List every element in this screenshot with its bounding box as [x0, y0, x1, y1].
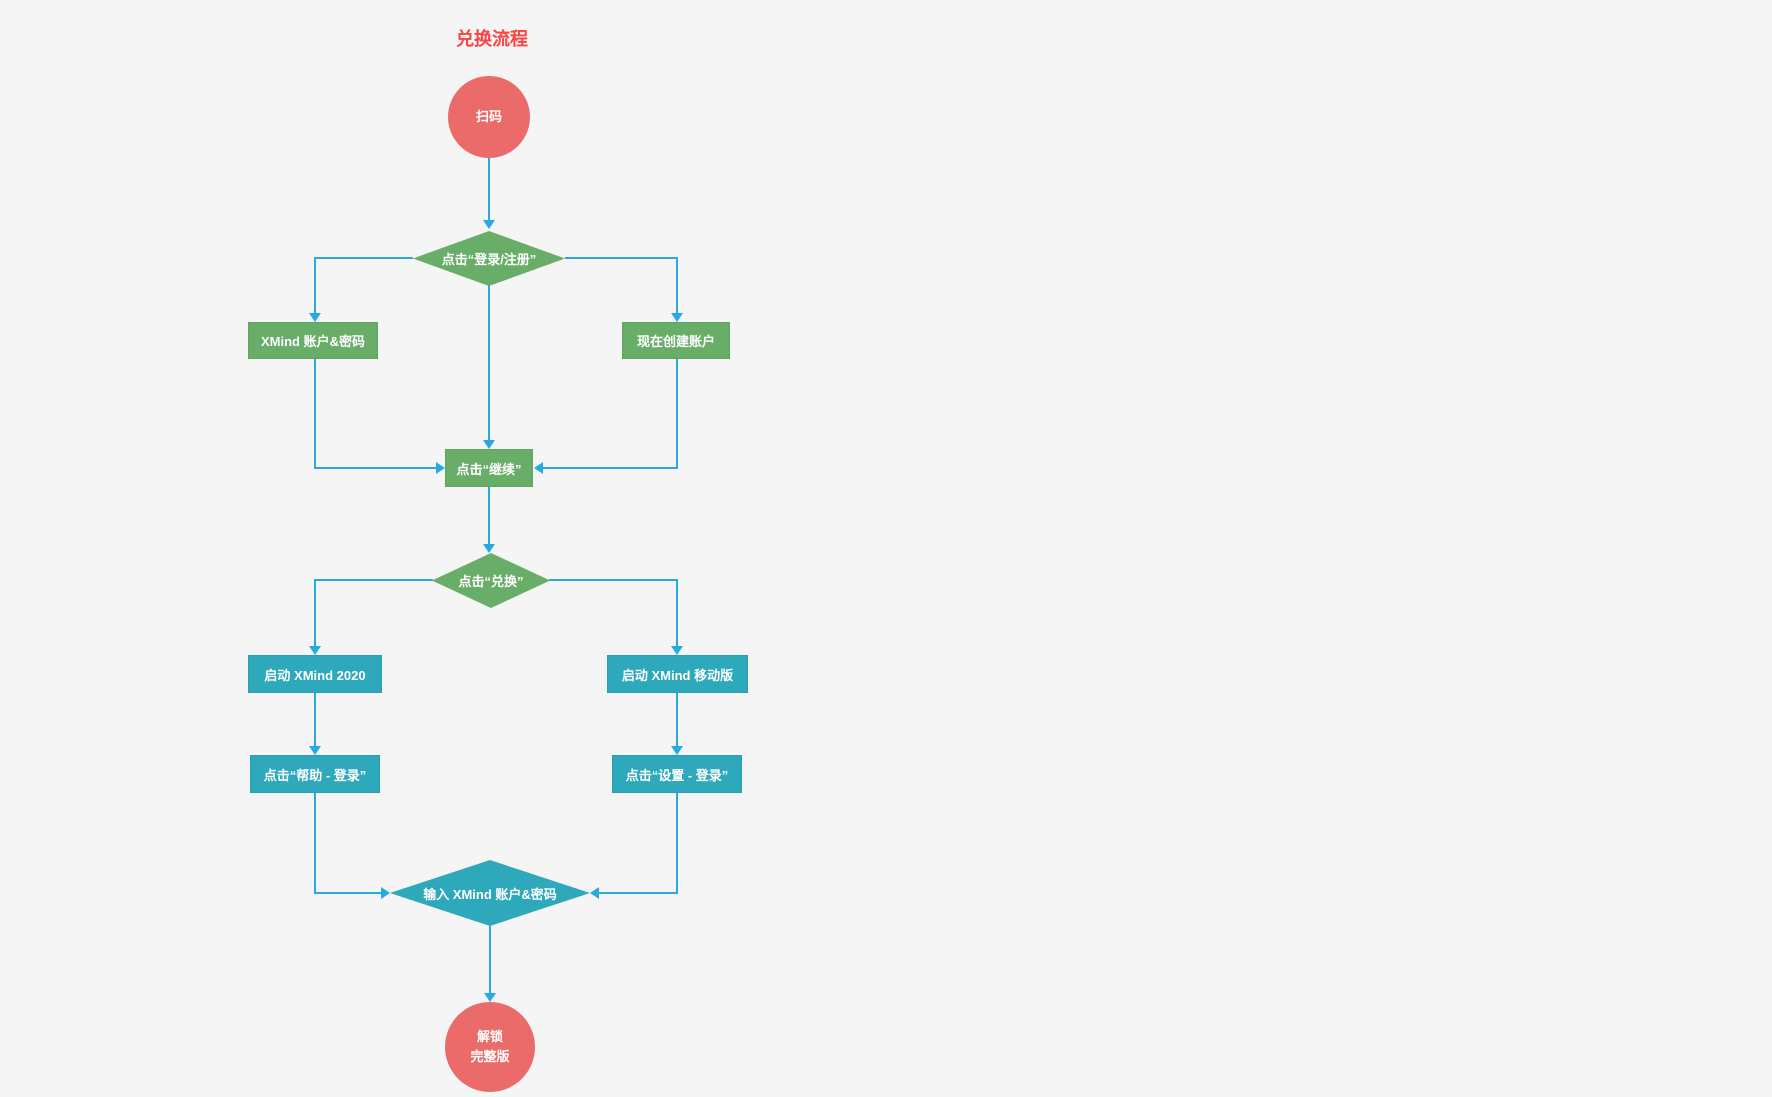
node-settings-login-label: 点击“设置 - 登录”	[625, 767, 729, 783]
node-login-signup: 点击“登录/注册”	[413, 231, 565, 286]
connector-login-right-down	[676, 257, 678, 313]
node-account-password-label: XMind 账户&密码	[261, 334, 365, 349]
connector-redeem-right	[549, 579, 677, 581]
node-continue-label: 点击“继续”	[456, 461, 522, 477]
connector-settings-down	[676, 793, 678, 894]
arrowhead-icon	[309, 746, 321, 755]
node-enter-account: 输入 XMind 账户&密码	[390, 860, 590, 926]
arrowhead-icon	[483, 220, 495, 229]
arrowhead-icon	[483, 544, 495, 553]
connector-continue-redeem	[488, 487, 490, 545]
connector-settings-enter	[599, 892, 678, 894]
node-redeem: 点击“兑换”	[432, 553, 550, 608]
connector-mobile-settings	[676, 693, 678, 746]
arrowhead-icon	[483, 440, 495, 449]
node-unlock-label: 解锁 完整版	[470, 1028, 510, 1064]
node-help-login-label: 点击“帮助 - 登录”	[263, 767, 367, 783]
connector-login-right	[565, 257, 677, 259]
arrowhead-icon	[671, 746, 683, 755]
arrowhead-icon	[671, 313, 683, 322]
connector-help-enter	[314, 892, 381, 894]
node-help-login: 点击“帮助 - 登录”	[250, 755, 380, 793]
connector-scan-login	[488, 158, 490, 220]
node-launch-2020-label: 启动 XMind 2020	[264, 667, 366, 683]
diagram-title: 兑换流程	[456, 29, 528, 49]
node-create-account: 现在创建账户	[622, 322, 730, 359]
connector-login-continue	[488, 285, 490, 441]
arrowhead-icon	[484, 993, 496, 1002]
node-launch-2020: 启动 XMind 2020	[248, 655, 382, 693]
arrowhead-icon	[671, 646, 683, 655]
arrowhead-icon	[534, 462, 543, 474]
node-unlock: 解锁 完整版	[445, 1002, 535, 1092]
node-enter-account-label: 输入 XMind 账户&密码	[423, 886, 557, 902]
connector-redeem-right-down	[676, 579, 678, 646]
connector-redeem-left-down	[314, 579, 316, 646]
connector-createaccount-continue	[543, 467, 678, 469]
connector-login-left	[315, 257, 413, 259]
node-launch-mobile: 启动 XMind 移动版	[607, 655, 748, 693]
connector-createaccount-down	[676, 359, 678, 468]
connector-redeem-left	[315, 579, 433, 581]
connector-login-left-down	[314, 257, 316, 313]
node-login-signup-label: 点击“登录/注册”	[441, 252, 537, 267]
node-create-account-label: 现在创建账户	[636, 334, 715, 349]
node-account-password: XMind 账户&密码	[248, 322, 378, 359]
node-redeem-label: 点击“兑换”	[458, 574, 524, 589]
node-settings-login: 点击“设置 - 登录”	[612, 755, 742, 793]
node-continue: 点击“继续”	[445, 449, 533, 487]
node-launch-mobile-label: 启动 XMind 移动版	[621, 667, 734, 683]
connector-accountpwd-continue	[314, 467, 436, 469]
arrowhead-icon	[309, 313, 321, 322]
arrowhead-icon	[381, 887, 390, 899]
connector-help-down	[314, 793, 316, 894]
connector-2020-help	[314, 693, 316, 746]
arrowhead-icon	[309, 646, 321, 655]
node-scan-label: 扫码	[475, 108, 502, 124]
node-scan: 扫码	[448, 76, 530, 158]
connector-accountpwd-down	[314, 359, 316, 468]
arrowhead-icon	[590, 887, 599, 899]
connector-enter-unlock	[489, 926, 491, 993]
arrowhead-icon	[436, 462, 445, 474]
